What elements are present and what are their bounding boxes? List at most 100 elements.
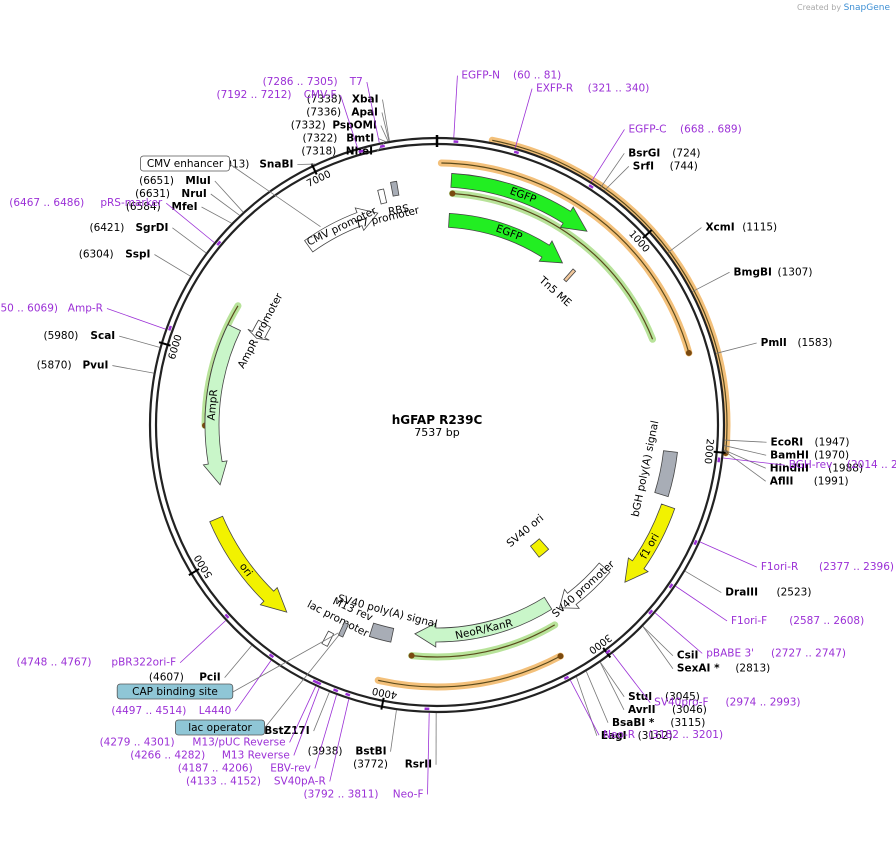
- enzyme-mlui[interactable]: MluI(6651): [139, 175, 244, 213]
- enzyme-position: (1115): [742, 222, 777, 234]
- enzyme-scai[interactable]: ScaI(5980): [43, 330, 160, 348]
- primer-m13-reverse[interactable]: M13 Reverse(4266 .. 4282): [130, 681, 322, 761]
- primer-l4440[interactable]: L4440(4497 .. 4514): [111, 653, 275, 717]
- orf-layer: [201, 136, 731, 691]
- enzyme-draiii[interactable]: DraIII(2523): [684, 570, 811, 599]
- primer-mark: [268, 653, 275, 659]
- enzyme-position: (7338): [307, 94, 342, 106]
- primer-amp-r[interactable]: Amp-R(6050 .. 6069): [0, 302, 172, 331]
- feature-bgh-poly-a-signal[interactable]: bGH poly(A) signal: [630, 420, 678, 518]
- enzyme-name: SspI: [125, 249, 150, 261]
- orf-arrowhead: [685, 349, 692, 356]
- enzyme-name: EcoRI: [771, 436, 804, 448]
- primer-sv40pro-f[interactable]: SV40pro-F(2974 .. 2993): [605, 649, 801, 709]
- enzyme-sspi[interactable]: SspI(6304): [79, 249, 191, 277]
- primer-f1ori-f[interactable]: F1ori-F(2587 .. 2608): [668, 583, 865, 627]
- enzyme-leader: [642, 626, 674, 657]
- feature-ampr-promoter[interactable]: AmpR promoter: [236, 291, 286, 371]
- feature-tn5-me[interactable]: Tn5 ME: [536, 268, 577, 309]
- enzyme-eagi[interactable]: EagI(3162): [576, 676, 673, 742]
- feature-sv40-promoter[interactable]: SV40 promoter: [550, 558, 618, 620]
- enzyme-pmli[interactable]: PmlI(1583): [715, 337, 832, 354]
- feature-ori[interactable]: ori: [209, 515, 288, 613]
- boxed-lac-operator[interactable]: lac operator: [174, 633, 341, 736]
- feature-sv40-ori[interactable]: SV40 ori: [505, 512, 550, 558]
- enzyme-leader: [576, 676, 598, 736]
- primer-name: T7: [349, 76, 363, 88]
- primer-bgh-rev[interactable]: BGH-rev(2014 .. 2031): [717, 457, 896, 472]
- enzyme-position: (724): [672, 147, 700, 159]
- primer-egfp-c[interactable]: EGFP-C(668 .. 689): [588, 123, 742, 189]
- primer-m13-puc-reverse[interactable]: M13/pUC Reverse(4279 .. 4301): [100, 679, 318, 749]
- enzyme-leader: [642, 626, 674, 669]
- enzyme-mfei[interactable]: MfeI(6584): [126, 201, 232, 224]
- primer-prs-marker[interactable]: pRS-marker(6467 .. 6486): [9, 197, 222, 246]
- enzyme-bmgbi[interactable]: BmgBI(1307): [692, 266, 812, 293]
- primer-egfp-n[interactable]: EGFP-N(60 .. 81): [453, 70, 562, 144]
- enzyme-ecori[interactable]: EcoRI(1947): [724, 436, 850, 448]
- enzyme-sgrdi[interactable]: SgrDI(6421): [89, 222, 207, 254]
- primer-position: (3792 .. 3811): [304, 788, 379, 800]
- primer-ebv-rev[interactable]: EBV-rev(4187 .. 4206): [178, 688, 339, 774]
- enzyme-apai[interactable]: ApaI(7336): [306, 107, 390, 142]
- enzyme-bstbi[interactable]: BstBI(3938): [308, 710, 397, 758]
- feature-label: RBS: [387, 203, 410, 219]
- primer-leader: [165, 202, 215, 243]
- enzyme-pspomi[interactable]: PspOMI(7332): [291, 120, 389, 142]
- enzyme-bamhi[interactable]: BamHI(1970): [724, 445, 849, 462]
- enzyme-csii[interactable]: CsiI: [642, 626, 698, 662]
- primer-name: EGFP-C: [628, 123, 666, 135]
- primer-cmv-f[interactable]: CMV-F(7192 .. 7212): [217, 89, 364, 154]
- enzyme-position: (6631): [135, 188, 170, 200]
- enzyme-avrii[interactable]: AvrII(3046): [599, 662, 707, 716]
- primer-position: (2377 .. 2396): [819, 561, 894, 573]
- feature-label: SV40 promoter: [550, 558, 618, 620]
- enzyme-rsrii[interactable]: RsrII(3772): [353, 712, 437, 771]
- enzyme-name: StuI: [628, 691, 652, 703]
- primer-mark: [358, 149, 364, 154]
- primer-mark: [668, 583, 674, 589]
- primer-neo-f[interactable]: Neo-F(3792 .. 3811): [304, 707, 430, 801]
- enzyme-bsabi[interactable]: BsaBI *(3115): [585, 671, 705, 729]
- primer-sv40pa-r[interactable]: SV40pA-R(4133 .. 4152): [186, 692, 351, 788]
- enzyme-nrui[interactable]: NruI (6631): [135, 188, 240, 216]
- enzyme-xbai[interactable]: XbaI(7338): [307, 94, 390, 142]
- primer-leader: [293, 687, 320, 756]
- enzyme-pcii[interactable]: PciI(4607): [149, 645, 252, 684]
- primer-t7[interactable]: T7(7286 .. 7305): [263, 76, 385, 148]
- primer-exfp-r[interactable]: EXFP-R(321 .. 340): [513, 83, 649, 155]
- primer-neo-r[interactable]: Neo-R(3182 .. 3201): [563, 675, 723, 741]
- primer-name: CMV-F: [304, 89, 337, 101]
- primer-pbr322ori-f[interactable]: pBR322ori-F(4748 .. 4767): [17, 613, 230, 669]
- boxed-cap-binding-site[interactable]: CAP binding site: [116, 632, 339, 700]
- enzyme-name: NruI: [181, 188, 206, 200]
- enzyme-leader: [172, 227, 207, 254]
- enzyme-stui[interactable]: StuI(3045): [600, 661, 700, 703]
- enzyme-bmti[interactable]: BmtI(7322): [302, 133, 386, 145]
- enzyme-position: (6651): [139, 175, 174, 187]
- enzyme-position: (7336): [306, 107, 341, 119]
- primer-name: pRS-marker: [100, 197, 163, 209]
- scale-tick: [642, 229, 653, 239]
- scale-tick: [713, 450, 726, 454]
- primer-f1ori-r[interactable]: F1ori-R(2377 .. 2396): [693, 539, 894, 573]
- boxed-cmv-enhancer[interactable]: CMV enhancer: [139, 155, 321, 228]
- enzyme-name: AvrII: [628, 704, 656, 716]
- enzyme-bsrgi[interactable]: BsrGI(724): [600, 147, 701, 189]
- enzyme-position: (7318): [301, 146, 336, 158]
- enzyme-leader: [724, 439, 767, 443]
- primer-pbabe-3[interactable]: pBABE 3'(2727 .. 2747): [648, 609, 846, 659]
- scale-tick: [380, 697, 385, 710]
- orf-arc-halo: [374, 652, 564, 691]
- feature-shape: [337, 621, 350, 638]
- enzyme-xcmi[interactable]: XcmI(1115): [667, 222, 777, 254]
- enzyme-hindiii[interactable]: HindIII(1988): [723, 449, 863, 474]
- enzyme-leader: [723, 449, 766, 469]
- enzyme-srfi[interactable]: SrfI(744): [604, 160, 698, 191]
- enzyme-aflii[interactable]: AflII(1991): [723, 450, 849, 488]
- enzyme-pvui[interactable]: PvuI(5870): [37, 360, 154, 374]
- enzyme-sexai[interactable]: SexAI *(2813): [642, 626, 770, 675]
- feature-rbs[interactable]: RBS: [387, 180, 410, 219]
- feature-ampr[interactable]: AmpR: [202, 323, 242, 486]
- primer-name: SV40pA-R: [274, 775, 326, 787]
